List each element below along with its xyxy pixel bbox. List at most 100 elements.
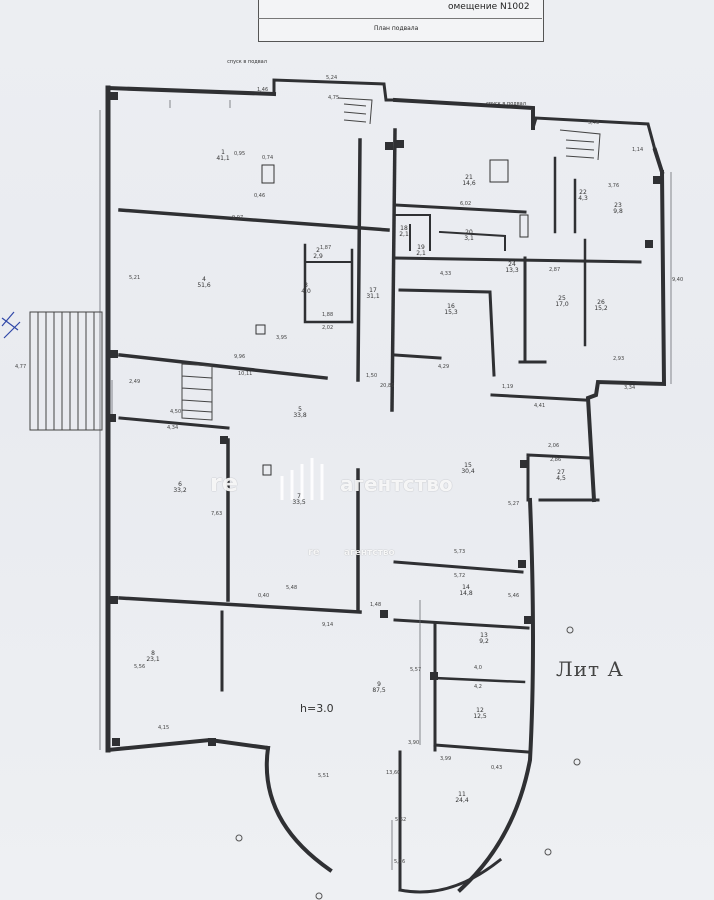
dim-label: 4,15 — [158, 725, 170, 731]
dim-label: 1,87 — [320, 245, 332, 251]
dim-label: 1,48 — [370, 602, 382, 608]
entrance-stair-left — [29, 311, 103, 431]
bottom-arc-room11 — [398, 857, 503, 894]
dim-label: 5,62 — [395, 817, 407, 823]
watermark-small: агентство — [344, 548, 395, 558]
dim-label: 5,21 — [129, 275, 141, 281]
markers — [235, 626, 581, 900]
outer-wall-top — [105, 85, 665, 175]
stair-note-right: спуск в подвал — [486, 101, 526, 107]
dim-label: 9,96 — [234, 354, 246, 360]
dim-label: 2,87 — [549, 267, 561, 273]
dim-label: 5,56 — [134, 664, 146, 670]
wall-corridor-a — [356, 138, 362, 382]
dim-label: 5,48 — [286, 585, 298, 591]
dim-label: 0,43 — [491, 765, 503, 771]
dim-label: 2,06 — [548, 443, 560, 449]
wall-room13-bottom — [433, 676, 526, 684]
wall-right-mid — [393, 256, 642, 264]
wall-small-rooms — [394, 214, 506, 251]
dim-label: 4,34 — [167, 425, 179, 431]
wall-room8-top — [118, 596, 362, 614]
dim-label: 4,50 — [170, 409, 182, 415]
dim-label: 0,74 — [262, 155, 274, 161]
dim-label: 4,77 — [15, 364, 27, 370]
curved-bay-wall — [264, 745, 333, 873]
dim-label: 0,46 — [254, 193, 266, 199]
wall-room5-bottom — [118, 416, 230, 430]
outer-wall-bottom-left — [105, 737, 271, 753]
dim-label: 5,43 — [588, 120, 600, 126]
dim-label: 4,2 — [474, 684, 482, 690]
dim-label: 5,46 — [508, 593, 520, 599]
dim-label: 3,90 — [408, 740, 420, 746]
dim-label: 5,36 — [394, 859, 406, 865]
dim-label: 5,24 — [326, 75, 338, 81]
dim-label: 3,99 — [440, 756, 452, 762]
dim-label: 4,75 — [328, 95, 340, 101]
dim-label: 2,49 — [129, 379, 141, 385]
dim-label: 3,95 — [276, 335, 288, 341]
ceiling-height-label: h=3.0 — [300, 702, 334, 715]
stair-note-left: спуск в подвал — [227, 59, 267, 65]
wall-room2-3 — [303, 243, 354, 324]
watermark-prefix: re — [210, 469, 239, 497]
dim-label: 0,40 — [258, 593, 270, 599]
stair-box-right — [531, 116, 657, 152]
dim-label: 2,86 — [550, 457, 562, 463]
stair-top-left — [337, 97, 373, 125]
building-letter-label: Лит А — [556, 657, 624, 681]
fixtures — [255, 159, 529, 476]
dim-label: 2,93 — [613, 356, 625, 362]
dim-label: 5,73 — [454, 549, 466, 555]
watermark-large: агентство — [340, 472, 453, 496]
dim-label: 5,27 — [508, 501, 520, 507]
sheet-title: омещение N1002 — [448, 2, 530, 12]
dim-label: 6,02 — [460, 201, 472, 207]
watermark-small-prefix: re — [308, 547, 320, 558]
dim-label: 1,46 — [257, 87, 269, 93]
dim-label: 5,51 — [318, 773, 330, 779]
dim-label: 4,0 — [474, 665, 482, 671]
wall-room15-top2 — [490, 393, 587, 402]
dim-label: 5,72 — [454, 573, 466, 579]
dim-label: 1,50 — [366, 373, 378, 379]
dim-label: 4,41 — [534, 403, 546, 409]
dim-label: 3,76 — [608, 183, 620, 189]
wall-room21-bottom — [393, 203, 527, 214]
dim-label: 4,29 — [438, 364, 450, 370]
wall-room1-bottom — [118, 208, 390, 232]
wall-room15-top — [393, 353, 442, 360]
watermark-logo — [280, 458, 324, 500]
dim-label: 3,34 — [624, 385, 636, 391]
wall-room14-bottom — [393, 618, 530, 630]
outer-wall-right — [585, 169, 667, 503]
title-block-divider — [258, 18, 542, 19]
blue-pen-mark — [1, 311, 21, 339]
dim-label: 0,95 — [234, 151, 246, 157]
wall-room4-bottom — [118, 353, 328, 380]
